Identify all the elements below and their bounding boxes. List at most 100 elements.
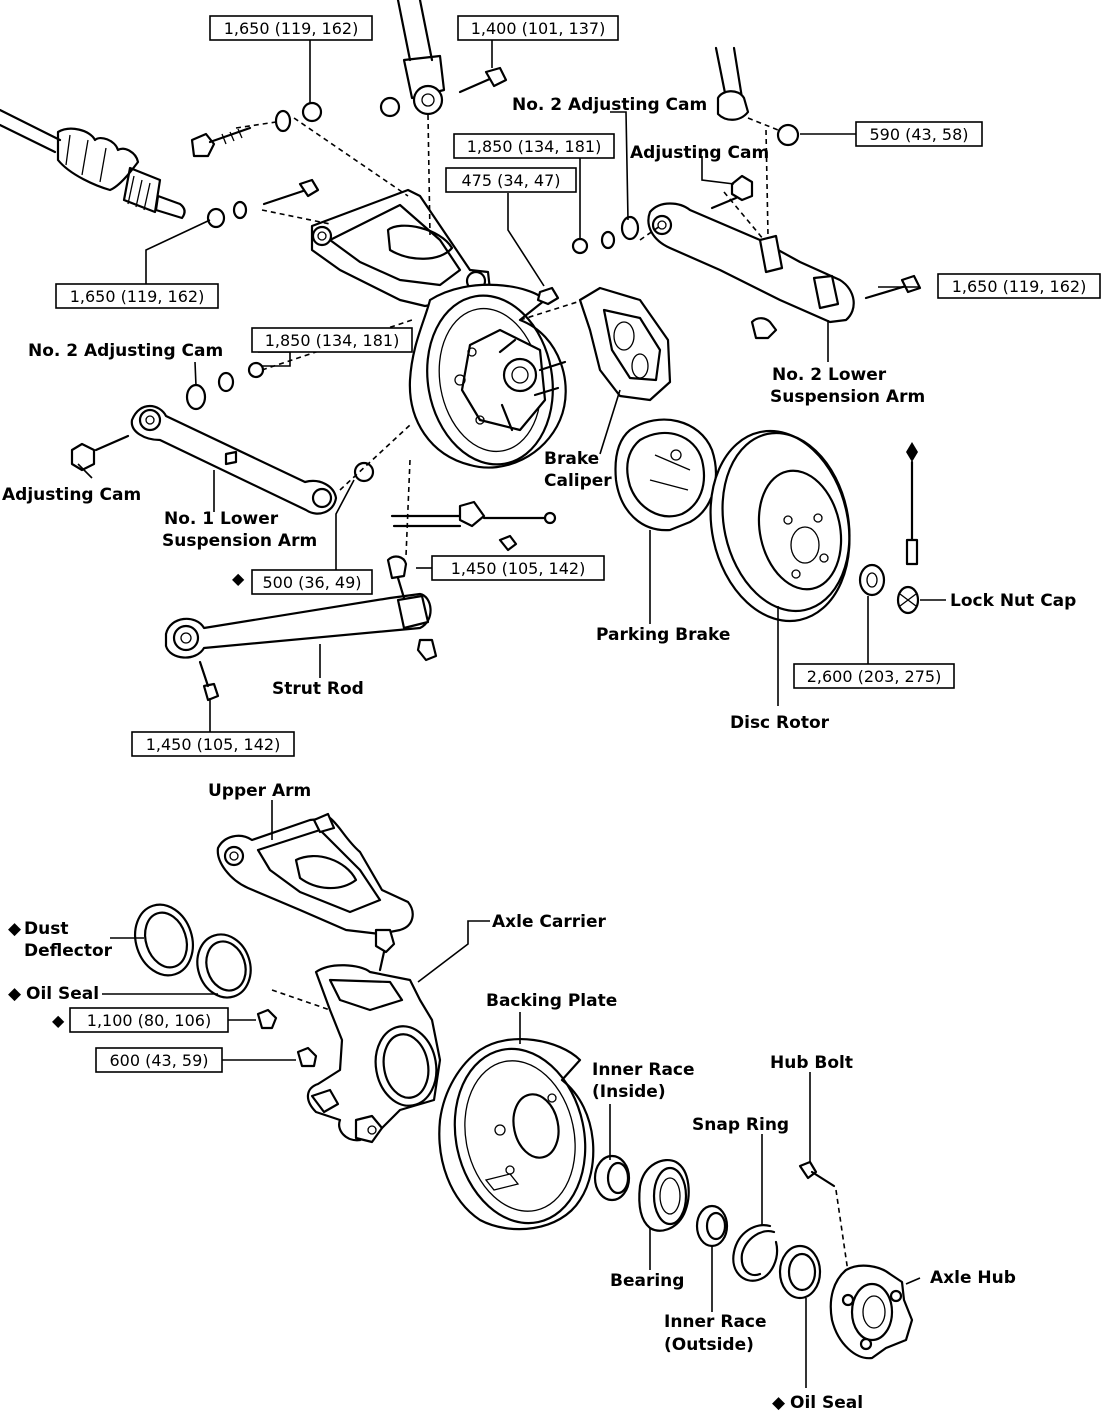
torque-spec-14: 600 (43, 59): [95, 1047, 223, 1073]
label-snap-ring: Snap Ring: [692, 1115, 789, 1135]
strut-rod-nut: [339, 424, 411, 491]
svg-text:1,650 (119, 162): 1,650 (119, 162): [70, 287, 205, 306]
label-axle-carrier: Axle Carrier: [492, 912, 606, 932]
svg-text:1,850 (134, 181): 1,850 (134, 181): [265, 331, 400, 350]
snap-ring: [732, 1224, 779, 1282]
axle-carrier: [306, 964, 442, 1144]
svg-text:1,400 (101, 137): 1,400 (101, 137): [471, 19, 606, 38]
backing-plate-assembly: [408, 283, 567, 469]
label-inner-race-inside-line2: (Inside): [592, 1082, 666, 1102]
svg-text:◆: ◆: [52, 1011, 65, 1030]
parking-brake-shoes: [614, 418, 717, 532]
upper-arm-top: [310, 188, 492, 308]
label-backing-plate: Backing Plate: [486, 991, 617, 1011]
label-no2-adjusting-cam-top: No. 2 Adjusting Cam: [512, 95, 707, 115]
svg-text:1,650 (119, 162): 1,650 (119, 162): [224, 19, 359, 38]
label-inner-race-inside-line1: Inner Race: [592, 1060, 695, 1080]
label-bearing: Bearing: [610, 1271, 684, 1291]
svg-text:475 (34, 47): 475 (34, 47): [462, 171, 561, 190]
label-parking-brake: Parking Brake: [596, 625, 730, 645]
label-dust-deflector-line2: Deflector: [24, 941, 113, 961]
torque-spec-5: 475 (34, 47): [445, 167, 577, 193]
svg-text:2,600 (203, 275): 2,600 (203, 275): [807, 667, 942, 686]
adjusting-cam-top: [571, 174, 754, 255]
label-brake-caliper-line1: Brake: [544, 449, 599, 469]
carrier-fastener-600: [296, 1046, 318, 1068]
label-disc-rotor: Disc Rotor: [730, 713, 830, 733]
bearing: [638, 1159, 690, 1232]
cotter-pin: [905, 442, 919, 566]
lock-nut-cap: [896, 585, 920, 615]
torque-spec-7: 1,650 (119, 162): [937, 273, 1101, 299]
label-brake-caliper-line2: Caliper: [544, 471, 612, 491]
label-lock-nut-cap: Lock Nut Cap: [950, 591, 1076, 611]
label-no2-lower-arm-line1: No. 2 Lower: [772, 365, 887, 385]
axle-hub: [829, 1264, 914, 1360]
label-no1-lower-arm-line1: No. 1 Lower: [164, 509, 279, 529]
svg-text:1,850 (134, 181): 1,850 (134, 181): [467, 137, 602, 156]
oil-seal-bottom: [778, 1244, 822, 1300]
label-oil-seal-left: Oil Seal: [26, 984, 99, 1004]
label-upper-arm: Upper Arm: [208, 781, 311, 801]
backing-plate: [438, 1038, 595, 1231]
oil-seal-left: [196, 933, 252, 999]
parking-brake-cable: [390, 459, 557, 557]
torque-spec-4: 1,850 (134, 181): [453, 133, 615, 159]
torque-spec-3: 590 (43, 58): [855, 121, 983, 147]
torque-spec-1: 1,650 (119, 162): [209, 15, 373, 41]
label-no1-lower-arm-line2: Suspension Arm: [162, 531, 317, 551]
svg-text:◆: ◆: [232, 569, 245, 588]
label-oil-seal-left-diamond: ◆: [8, 984, 22, 1004]
svg-text:1,450 (105, 142): 1,450 (105, 142): [146, 735, 281, 754]
label-no2-adjusting-cam-left: No. 2 Adjusting Cam: [28, 341, 223, 361]
leader-lines: [77, 40, 946, 1388]
torque-spec-8: 1,850 (134, 181): [251, 327, 413, 353]
strut-rod: [164, 555, 438, 662]
label-strut-rod: Strut Rod: [272, 679, 364, 699]
label-oil-seal-bottom-diamond: ◆: [772, 1393, 786, 1413]
label-inner-race-outside-line2: (Outside): [664, 1335, 754, 1355]
torque-spec-10: 1,450 (105, 142): [431, 555, 605, 581]
hub-bolt: [798, 1160, 849, 1273]
svg-text:1,450 (105, 142): 1,450 (105, 142): [451, 559, 586, 578]
disc-rotor: [709, 429, 851, 623]
torque-spec-11: 2,600 (203, 275): [793, 663, 955, 689]
svg-text:500 (36, 49): 500 (36, 49): [263, 573, 362, 592]
label-no2-lower-arm-line2: Suspension Arm: [770, 387, 925, 407]
caliper-bolt: [519, 286, 591, 321]
upper-arm-bolt-1650: [190, 101, 323, 158]
shock-lower-bolt: [379, 66, 508, 118]
carrier-fastener-1100: [256, 989, 331, 1030]
torque-spec-2: 1,400 (101, 137): [457, 15, 619, 41]
label-inner-race-outside-line1: Inner Race: [664, 1312, 767, 1332]
svg-text:1,100 (80, 106): 1,100 (80, 106): [87, 1011, 211, 1030]
lock-nut: [858, 563, 886, 597]
svg-text:600 (43, 59): 600 (43, 59): [110, 1051, 209, 1070]
label-axle-hub: Axle Hub: [930, 1268, 1016, 1288]
label-hub-bolt: Hub Bolt: [770, 1053, 853, 1073]
label-oil-seal-bottom: Oil Seal: [790, 1393, 863, 1413]
inner-race-inside: [593, 1154, 631, 1202]
torque-spec-12: 1,450 (105, 142): [131, 731, 295, 757]
torque-spec-6: 1,650 (119, 162): [55, 283, 219, 309]
label-dust-deflector-line1: Dust: [24, 919, 68, 939]
label-adjusting-cam-left: Adjusting Cam: [2, 485, 141, 505]
no2-lower-suspension-arm: [647, 202, 855, 340]
axle-bolt-top: [206, 178, 320, 229]
no1-lower-suspension-arm: [130, 404, 338, 515]
brake-caliper: [578, 286, 672, 402]
upper-arm: [216, 812, 414, 972]
torque-spec-13: ◆ 1,100 (80, 106): [52, 1007, 229, 1033]
svg-text:590 (43, 58): 590 (43, 58): [870, 125, 969, 144]
label-adjusting-cam-top: Adjusting Cam: [630, 143, 769, 163]
strut-rod-bolt: [198, 660, 220, 702]
dust-deflector: [134, 903, 194, 977]
shock-absorber: [396, 0, 446, 116]
alignment-lines-top: [235, 114, 765, 371]
svg-text:1,650 (119, 162): 1,650 (119, 162): [952, 277, 1087, 296]
torque-spec-9: ◆ 500 (36, 49): [232, 569, 373, 595]
drive-shaft: [0, 108, 186, 220]
label-dust-deflector-diamond: ◆: [8, 919, 22, 939]
no2-arm-bolt-right: [864, 274, 922, 300]
